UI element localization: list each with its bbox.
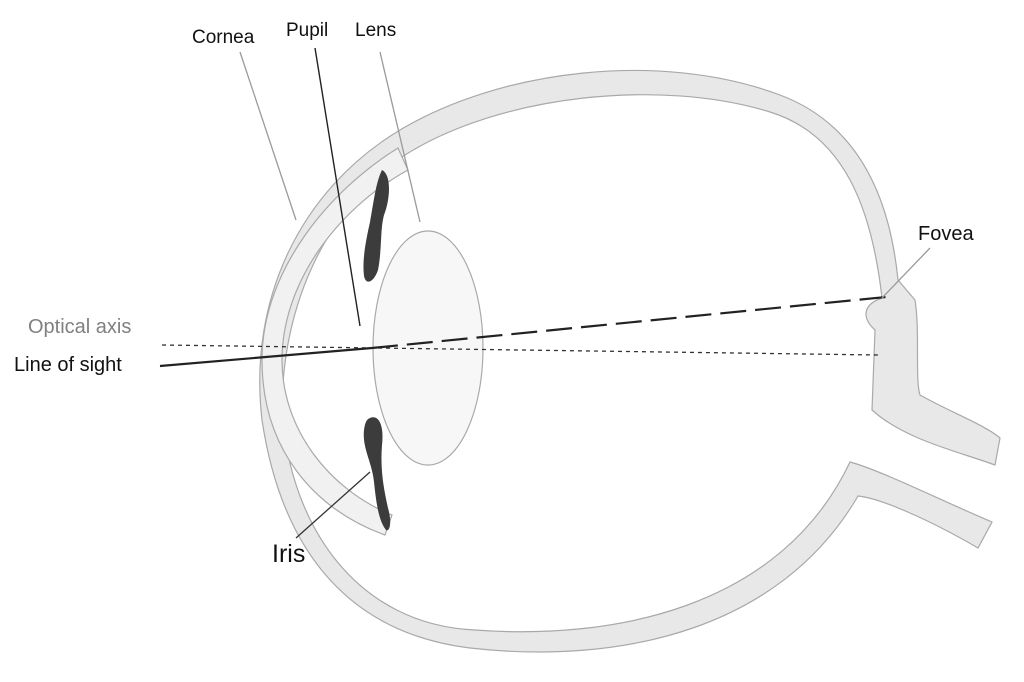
- cornea-label: Cornea: [192, 27, 255, 48]
- fovea-leader: [881, 247, 931, 299]
- cornea-leader: [239, 51, 297, 221]
- iris-lower: [363, 417, 391, 531]
- iris-label: Iris: [272, 540, 305, 568]
- lens-label: Lens: [355, 20, 396, 41]
- pupil-label: Pupil: [286, 20, 328, 41]
- line-of-sight-solid: [159, 346, 373, 368]
- fovea-label: Fovea: [918, 223, 974, 245]
- sclera: [259, 69, 1001, 653]
- line-of-sight-label: Line of sight: [14, 354, 122, 376]
- cornea-shape: [261, 147, 409, 536]
- line-of-sight-dashed: [371, 295, 887, 350]
- optical-axis-label: Optical axis: [28, 316, 131, 338]
- iris-upper: [363, 170, 389, 282]
- lens-leader: [379, 51, 421, 223]
- pupil-leader: [314, 47, 361, 327]
- iris-leader: [295, 471, 371, 539]
